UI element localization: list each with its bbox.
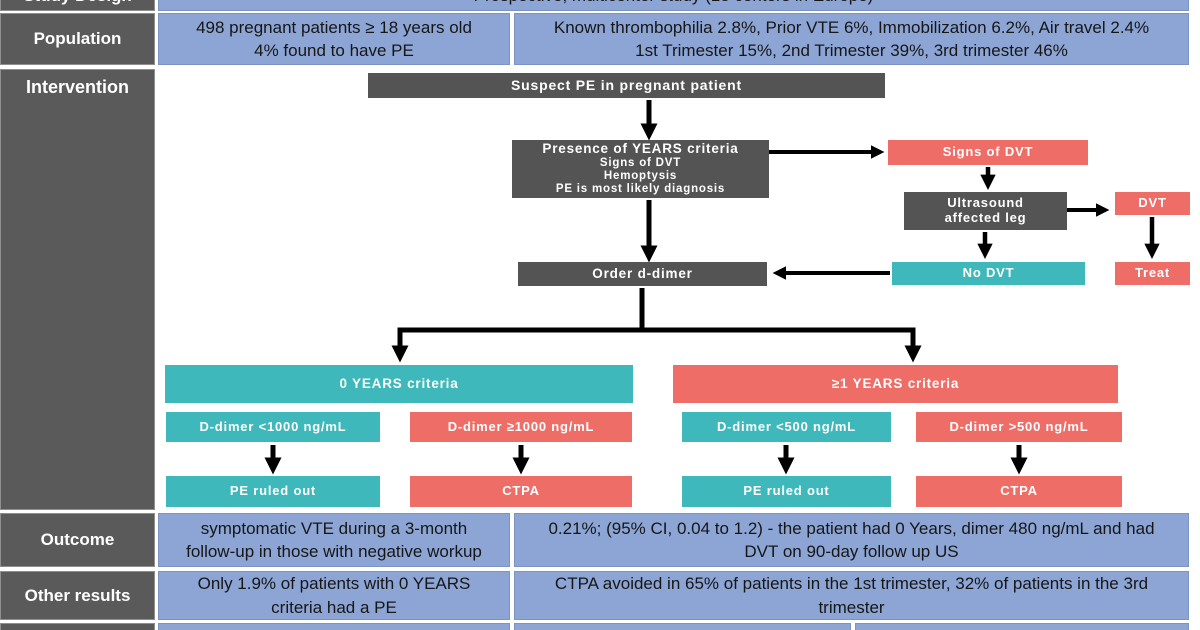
- node-ddimer-lt1000: D-dimer <1000 ng/mL: [166, 412, 380, 442]
- population-cell-1-line-2: 4% found to have PE: [254, 41, 414, 60]
- population-cell-2: Known thrombophilia 2.8%, Prior VTE 6%, …: [514, 13, 1189, 65]
- years-criteria-item-1: Signs of DVT: [599, 156, 682, 169]
- population-cell-1: 498 pregnant patients ≥ 18 years old 4% …: [158, 13, 510, 65]
- node-ctpa-right: CTPA: [916, 476, 1122, 507]
- other-results-row-label: Other results: [0, 571, 155, 620]
- node-ddimer-gt500: D-dimer >500 ng/mL: [916, 412, 1122, 442]
- population-cell-2-line-1: Known thrombophilia 2.8%, Prior VTE 6%, …: [553, 17, 1150, 37]
- outcome-cell-1-line-2: follow-up in those with negative workup: [186, 542, 482, 561]
- intervention-row-label: Intervention: [0, 69, 155, 510]
- outcome-cell-2: 0.21%; (95% CI, 0.04 to 1.2) - the patie…: [514, 513, 1189, 567]
- population-cell-1-line-1: 498 pregnant patients ≥ 18 years old: [196, 17, 472, 37]
- other-results-cell-2-line-1: CTPA avoided in 65% of patients in the 1…: [554, 574, 1149, 594]
- node-ultrasound: Ultrasound affected leg: [904, 192, 1067, 230]
- clipped-bottom-cell-2: [514, 623, 851, 630]
- ultrasound-line-1: Ultrasound: [947, 195, 1024, 211]
- node-pe-ruled-out-right: PE ruled out: [682, 476, 891, 507]
- outcome-cell-2-line-2: DVT on 90-day follow up US: [744, 542, 959, 561]
- years-criteria-item-3: PE is most likely diagnosis: [555, 183, 726, 196]
- node-treat: Treat: [1115, 262, 1190, 285]
- study-design-cell: Prospective, multicenter study (18 cente…: [158, 0, 1189, 11]
- node-ddimer-ge1000: D-dimer ≥1000 ng/mL: [410, 412, 632, 442]
- node-ge1-years-criteria: ≥1 YEARS criteria: [673, 365, 1118, 403]
- node-ctpa-left: CTPA: [410, 476, 632, 507]
- population-cell-2-line-2: 1st Trimester 15%, 2nd Trimester 39%, 3r…: [635, 41, 1068, 60]
- other-results-cell-1-line-2: criteria had a PE: [271, 597, 397, 617]
- outcome-cell-1: symptomatic VTE during a 3-month follow-…: [158, 513, 510, 567]
- clipped-bottom-cell-3: [855, 623, 1189, 630]
- node-pe-ruled-out-left: PE ruled out: [166, 476, 380, 507]
- node-zero-years-criteria: 0 YEARS criteria: [165, 365, 633, 403]
- other-results-cell-2: CTPA avoided in 65% of patients in the 1…: [514, 571, 1189, 620]
- node-signs-of-dvt: Signs of DVT: [888, 140, 1088, 165]
- clipped-bottom-cell-1: [158, 623, 510, 630]
- node-ddimer-lt500: D-dimer <500 ng/mL: [682, 412, 891, 442]
- node-years-criteria: Presence of YEARS criteria Signs of DVT …: [512, 140, 769, 198]
- other-results-cell-1-line-1: Only 1.9% of patients with 0 YEARS: [197, 574, 471, 594]
- clipped-bottom-row-label: [0, 623, 155, 630]
- node-no-dvt: No DVT: [892, 262, 1085, 285]
- ultrasound-line-2: affected leg: [944, 210, 1027, 225]
- population-row-label: Population: [0, 13, 155, 65]
- years-criteria-title: Presence of YEARS criteria: [542, 141, 739, 157]
- outcome-cell-2-line-1: 0.21%; (95% CI, 0.04 to 1.2) - the patie…: [548, 518, 1155, 538]
- study-design-text: Prospective, multicenter study (18 cente…: [474, 0, 874, 8]
- years-criteria-item-2: Hemoptysis: [603, 170, 678, 183]
- node-dvt: DVT: [1115, 192, 1190, 215]
- node-order-ddimer: Order d-dimer: [518, 262, 767, 286]
- outcome-row-label: Outcome: [0, 513, 155, 567]
- study-design-row-label: Study Design: [0, 0, 155, 11]
- other-results-cell-2-line-2: trimester: [818, 597, 885, 617]
- node-suspect-pe: Suspect PE in pregnant patient: [368, 73, 885, 98]
- outcome-cell-1-line-1: symptomatic VTE during a 3-month: [200, 518, 468, 538]
- other-results-cell-1: Only 1.9% of patients with 0 YEARS crite…: [158, 571, 510, 620]
